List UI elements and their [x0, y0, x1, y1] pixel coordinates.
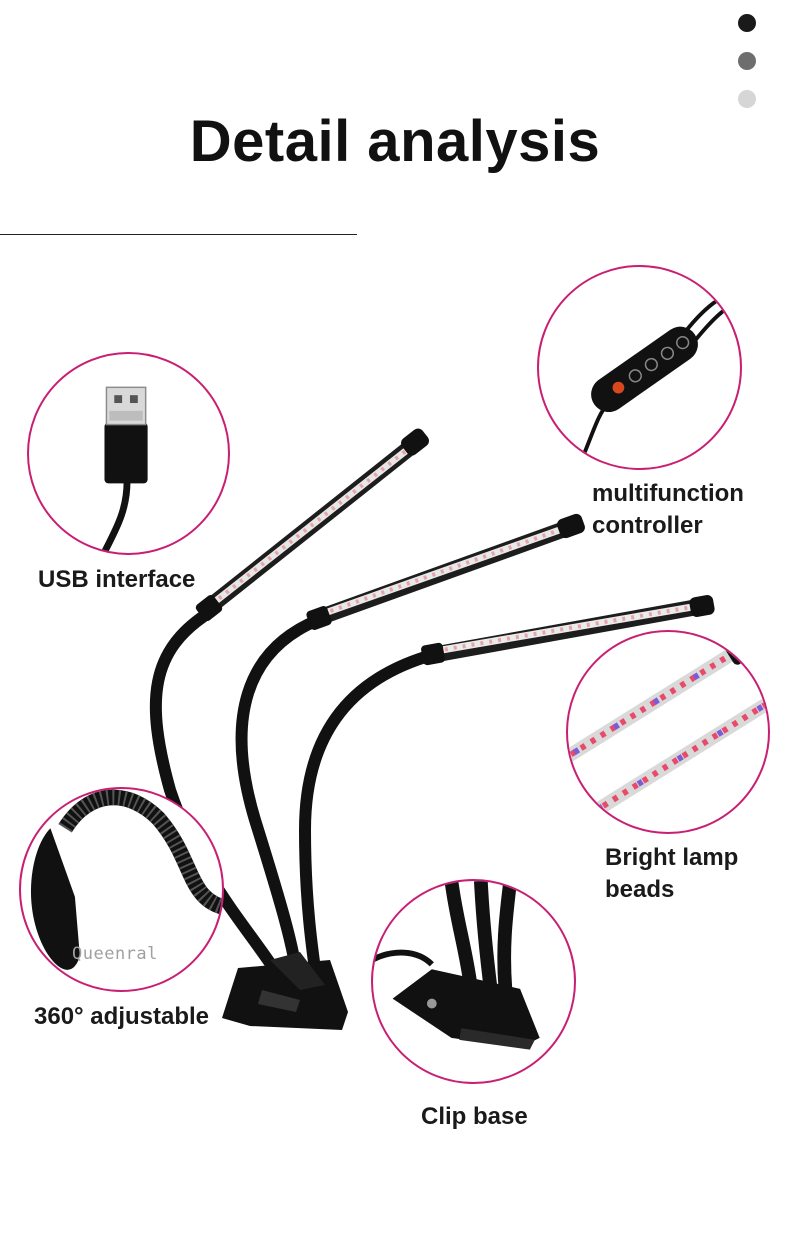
- adjustable-detail-circle: [19, 787, 224, 992]
- page-dot-2[interactable]: [738, 52, 756, 70]
- gooseneck-arm-middle: [235, 614, 324, 991]
- remote-controller-icon: [576, 286, 740, 468]
- clip-icon: [373, 881, 540, 1050]
- usb-plug-icon: [102, 386, 148, 553]
- page-dot-1[interactable]: [738, 14, 756, 32]
- controller-label: multifunction controller: [592, 478, 744, 542]
- light-bar-middle: [306, 513, 585, 631]
- brand-watermark: Queenral: [72, 944, 158, 964]
- gooseneck-arm-right: [298, 649, 438, 996]
- clip-base: [222, 952, 348, 1030]
- controller-label-line1: multifunction: [592, 480, 744, 507]
- gooseneck-icon: [30, 789, 222, 970]
- clip-base-detail-circle: [371, 879, 576, 1084]
- lamp-beads-detail-circle: [566, 630, 770, 834]
- title-divider: [0, 234, 357, 235]
- usb-interface-label: USB interface: [38, 566, 196, 593]
- page-title: Detail analysis: [189, 109, 601, 174]
- adjustable-label: 360° adjustable: [34, 1003, 210, 1030]
- led-strip-icon: [568, 632, 768, 831]
- lamp-beads-label-line2: beads: [605, 876, 675, 903]
- lamp-beads-label: Bright lamp beads: [605, 842, 738, 906]
- light-bar-left: [195, 428, 429, 622]
- lamp-beads-label-line1: Bright lamp: [605, 844, 739, 871]
- controller-label-line2: controller: [592, 512, 703, 539]
- light-bar-right: [421, 595, 715, 666]
- gooseneck-arm-left: [149, 606, 286, 984]
- controller-detail-circle: [537, 265, 742, 470]
- usb-detail-circle: [27, 352, 230, 555]
- page-dot-3[interactable]: [738, 90, 756, 108]
- clip-base-label: Clip base: [421, 1103, 528, 1130]
